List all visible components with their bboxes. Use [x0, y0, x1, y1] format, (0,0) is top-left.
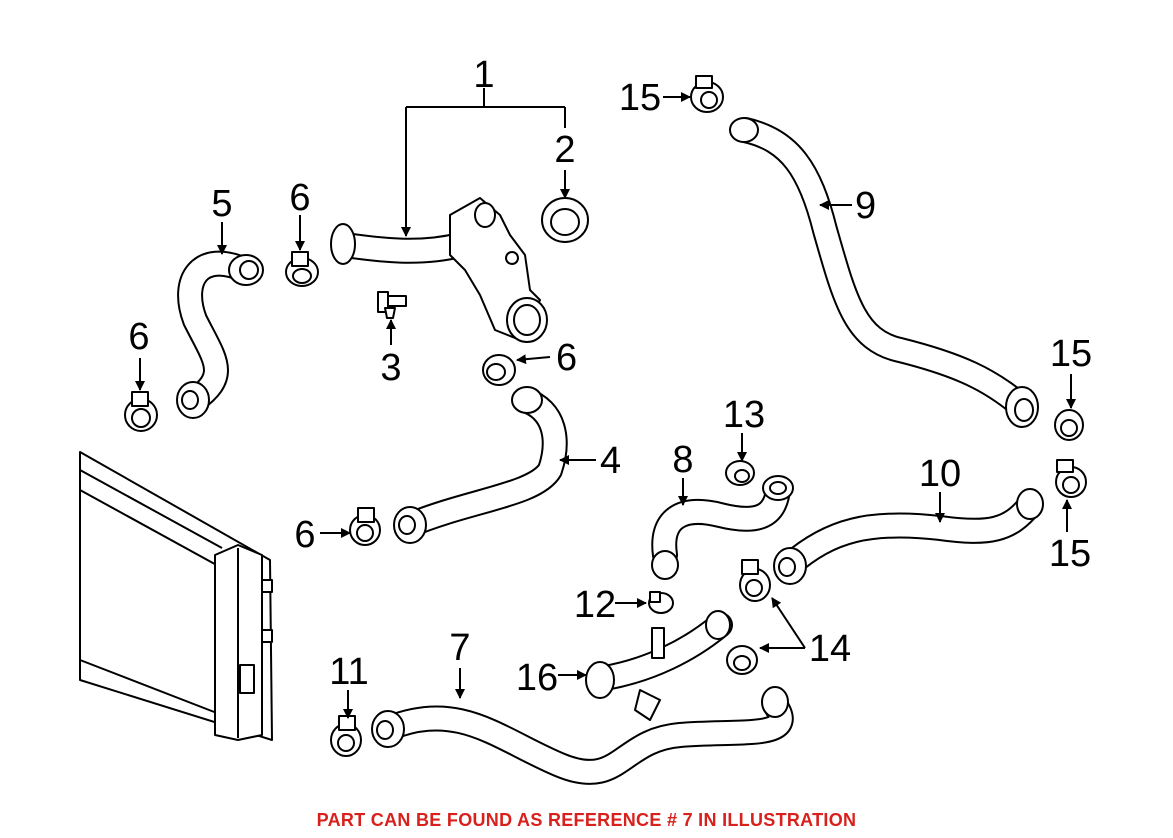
clamp-6-bottom [349, 507, 381, 546]
callout-10: 10 [919, 453, 961, 495]
part-7-hose [371, 686, 794, 785]
clamp-15-top [690, 75, 724, 113]
callout-11: 11 [329, 651, 368, 693]
leader-lines [135, 88, 1076, 719]
clamp-6-mid [482, 354, 516, 386]
callout-6-left: 6 [128, 316, 149, 358]
callout-2: 2 [554, 129, 575, 171]
footer-note: PART CAN BE FOUND AS REFERENCE # 7 IN IL… [316, 810, 857, 830]
part-5-hose [176, 250, 264, 419]
callout-15-top: 15 [619, 77, 661, 119]
part-8-hose [651, 475, 794, 580]
part-1-coolant-pipe-housing [330, 197, 548, 343]
clamp-11 [330, 715, 362, 757]
clamp-14-upper [739, 559, 771, 602]
clamp-6-left [124, 391, 158, 432]
clamp-6-top [285, 251, 319, 287]
callout-15-right-lower: 15 [1049, 533, 1091, 575]
radiator [79, 451, 273, 741]
callout-14: 14 [809, 628, 851, 670]
clamp-14-lower [726, 645, 758, 675]
clamp-15-right-upper [1054, 409, 1084, 441]
part-9-hose [729, 117, 1039, 428]
clamp-12 [648, 591, 674, 614]
callout-1: 1 [473, 54, 494, 96]
callout-5: 5 [211, 183, 232, 225]
callout-6-mid: 6 [556, 337, 577, 379]
callout-6-bottom: 6 [294, 514, 315, 556]
callout-6-top: 6 [289, 177, 310, 219]
callout-13: 13 [723, 394, 765, 436]
callout-3: 3 [380, 347, 401, 389]
clamp-15-right-lower [1055, 459, 1087, 498]
part-2-seal-ring [541, 197, 589, 243]
callout-9: 9 [855, 185, 876, 227]
callout-7: 7 [449, 627, 470, 669]
callout-labels: 1 2 3 4 5 6 6 6 6 7 8 9 10 11 12 13 14 1… [128, 54, 1092, 699]
part-10-hose [773, 488, 1044, 585]
callout-4: 4 [600, 440, 621, 482]
callout-16: 16 [516, 657, 558, 699]
callout-12: 12 [574, 584, 616, 626]
part-16-water-pipe [585, 610, 733, 721]
callout-15-right-upper: 15 [1050, 333, 1092, 375]
clamp-13 [725, 460, 755, 486]
part-3-bolt [377, 291, 407, 319]
part-4-hose [393, 386, 568, 544]
callout-8: 8 [672, 439, 693, 481]
